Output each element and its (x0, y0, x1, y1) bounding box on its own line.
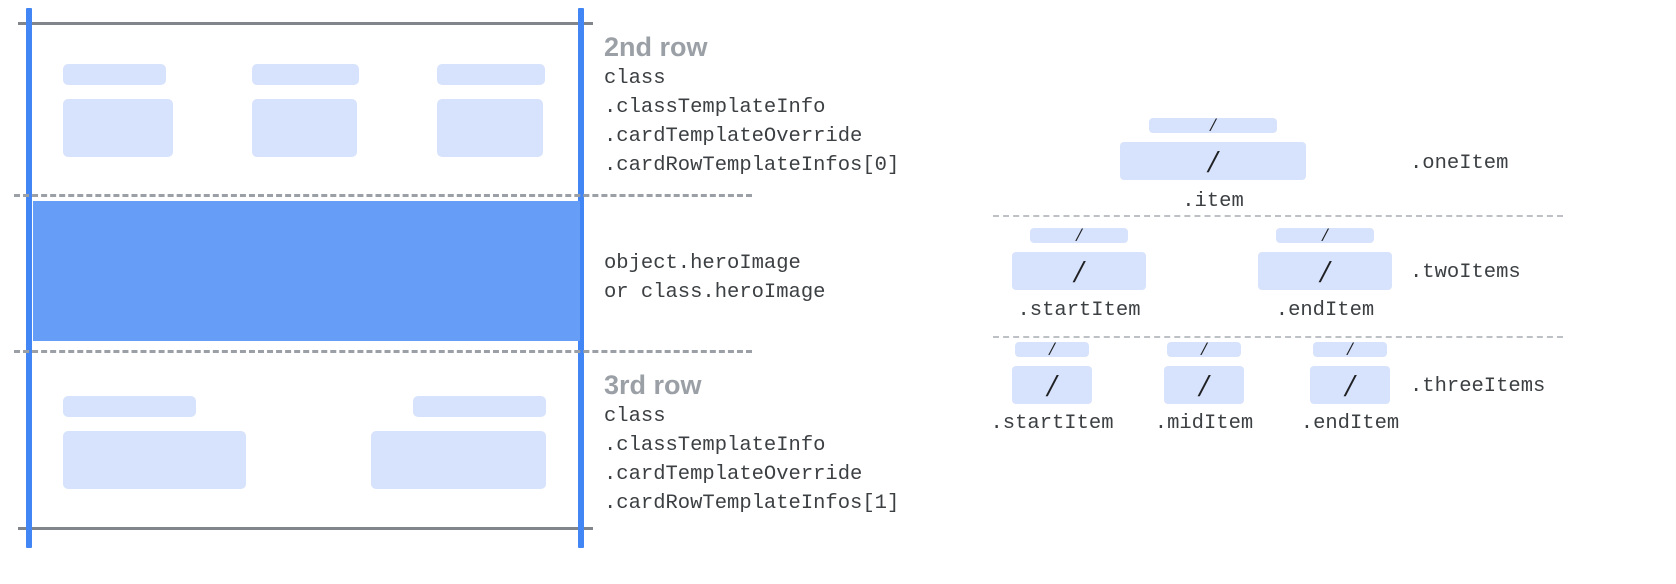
slash-glyph: / (1345, 367, 1355, 403)
row-divider-upper (14, 194, 752, 197)
annotation-second-row: 2nd row class .classTemplateInfo .cardTe… (604, 30, 899, 180)
two-items-start-slot: / / (1012, 225, 1146, 290)
two-items-start-title-bar: / (1030, 225, 1128, 246)
slash-glyph: / (1322, 225, 1328, 246)
three-items-start-caption: .startItem (990, 412, 1114, 435)
card-bottom-rule (18, 527, 593, 530)
third-row-code: class .classTemplateInfo .cardTemplateOv… (604, 405, 900, 515)
three-items-end-slot: / / (1310, 339, 1390, 404)
three-items-mid-body-bar: / (1164, 366, 1244, 404)
second-row-code: class .classTemplateInfo .cardTemplateOv… (604, 67, 900, 177)
two-items-group-label: .twoItems (1410, 261, 1521, 284)
second-row-title: 2nd row (604, 32, 708, 62)
row2-slot2-title-placeholder (252, 64, 359, 85)
third-row-title: 3rd row (604, 370, 702, 400)
card-right-rail (578, 8, 584, 548)
one-item-title-bar: / (1149, 115, 1277, 136)
row2-slot3-body-placeholder (437, 99, 543, 157)
row3-slot2-body-placeholder (371, 431, 546, 489)
slash-glyph: / (1049, 339, 1055, 360)
three-items-group-label: .threeItems (1410, 375, 1546, 398)
two-items-start-body-bar: / (1012, 252, 1146, 290)
row2-slot3-title-placeholder (437, 64, 545, 85)
item-layout-diagram: / / .item .oneItem / / .startItem / / (960, 0, 1676, 584)
two-items-end-caption: .endItem (1275, 299, 1375, 322)
slash-glyph: / (1047, 367, 1057, 403)
two-items-end-slot: / / (1258, 225, 1392, 290)
three-items-start-title-bar: / (1015, 339, 1089, 360)
row2-slot2-body-placeholder (252, 99, 357, 157)
one-item-group-label: .oneItem (1410, 152, 1509, 175)
card-top-rule (18, 22, 593, 25)
three-items-mid-title-bar: / (1167, 339, 1241, 360)
three-items-end-title-bar: / (1313, 339, 1387, 360)
row3-slot1-body-placeholder (63, 431, 246, 489)
row3-slot1-title-placeholder (63, 396, 196, 417)
one-item-body-bar: / (1120, 142, 1306, 180)
slash-glyph: / (1320, 253, 1330, 289)
row-divider-lower (14, 350, 752, 353)
card-left-rail (26, 8, 32, 548)
layout-divider-upper (993, 215, 1563, 217)
slash-glyph: / (1208, 143, 1218, 179)
hero-image-band (33, 201, 580, 341)
row2-slot1-title-placeholder (63, 64, 166, 85)
hero-image-code: object.heroImage or class.heroImage (604, 252, 826, 304)
row3-slot2-title-placeholder (413, 396, 546, 417)
two-items-end-title-bar: / (1276, 225, 1374, 246)
card-template-frame (0, 0, 752, 584)
slash-glyph: / (1076, 225, 1082, 246)
layout-divider-lower (993, 336, 1563, 338)
annotation-third-row: 3rd row class .classTemplateInfo .cardTe… (604, 368, 899, 518)
three-items-start-slot: / / (1012, 339, 1092, 404)
two-items-end-body-bar: / (1258, 252, 1392, 290)
slash-glyph: / (1347, 339, 1353, 360)
three-items-mid-caption: .midItem (1154, 412, 1254, 435)
three-items-mid-slot: / / (1164, 339, 1244, 404)
row2-slot1-body-placeholder (63, 99, 173, 157)
three-items-end-caption: .endItem (1300, 412, 1400, 435)
slash-glyph: / (1199, 367, 1209, 403)
slash-glyph: / (1201, 339, 1207, 360)
three-items-start-body-bar: / (1012, 366, 1092, 404)
one-item-slot: / / (1120, 115, 1306, 180)
one-item-caption: .item (1182, 190, 1244, 213)
annotation-hero-image: object.heroImage or class.heroImage (604, 249, 825, 307)
three-items-end-body-bar: / (1310, 366, 1390, 404)
slash-glyph: / (1074, 253, 1084, 289)
two-items-start-caption: .startItem (1017, 299, 1141, 322)
slash-glyph: / (1210, 115, 1216, 136)
